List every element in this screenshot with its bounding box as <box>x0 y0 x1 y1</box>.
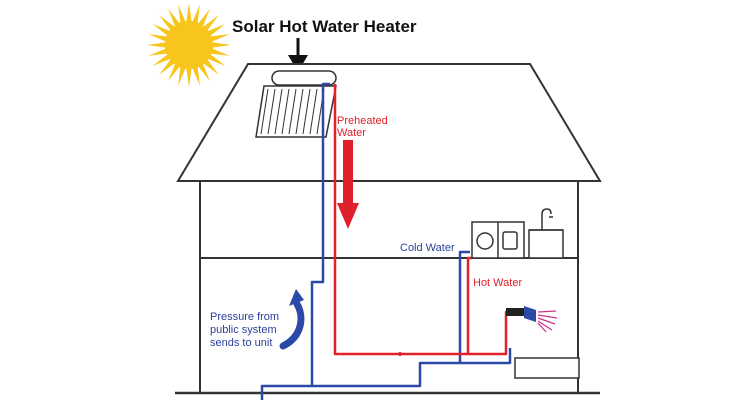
preheated-flow-arrow <box>337 140 359 229</box>
roof <box>176 63 602 182</box>
cold-water-pipe <box>260 82 512 400</box>
pressure-label-line1: Pressure from <box>210 311 279 323</box>
pressure-curved-arrow <box>279 289 305 350</box>
washer-dryer <box>471 221 525 259</box>
preheated-label-line1: Preheated <box>337 115 388 127</box>
diagram-title: Solar Hot Water Heater <box>232 17 417 36</box>
shower-head <box>506 306 558 333</box>
sun-icon <box>147 3 231 87</box>
pressure-label-line3: sends to unit <box>210 337 272 349</box>
kitchen-sink <box>528 208 564 259</box>
solar-collector <box>255 70 337 138</box>
bathtub <box>514 357 580 379</box>
cold-water-label: Cold Water <box>400 242 455 254</box>
hot-water-label: Hot Water <box>473 277 522 289</box>
preheated-label-line2: Water <box>337 127 366 139</box>
pressure-label-line2: public system <box>210 324 277 336</box>
